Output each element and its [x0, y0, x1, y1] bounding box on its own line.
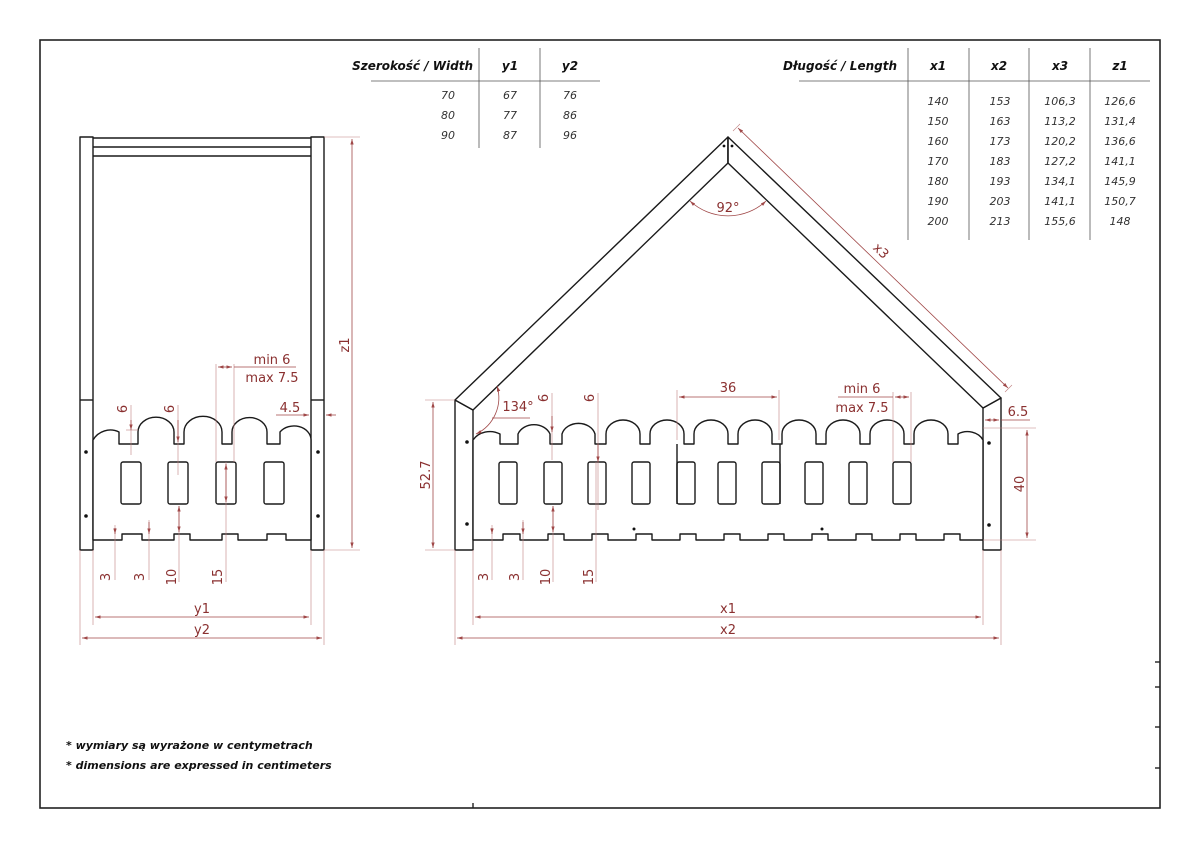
length-cell: 126,6: [1104, 95, 1136, 108]
dim-front-notch-1: 3: [477, 573, 492, 581]
length-cell: 180: [928, 175, 949, 188]
dim-panel-height: 40: [1013, 476, 1028, 493]
side-panel: [92, 415, 312, 541]
length-cell: 141,1: [1044, 195, 1076, 208]
length-cell: 150: [928, 115, 949, 128]
width-cell: 80: [441, 109, 455, 122]
length-cell: 145,9: [1104, 175, 1136, 188]
frame-ticks: [472, 661, 1160, 808]
width-table-header-0: Szerokość / Width: [352, 59, 473, 73]
width-cell: 87: [503, 129, 517, 142]
length-table-header-2: x2: [990, 59, 1007, 73]
dim-front-min: min 6: [844, 382, 881, 397]
length-cell: 183: [990, 155, 1011, 168]
roof-left-beam: [454, 136, 729, 411]
note-polish: * wymiary są wyrażone w centymetrach: [66, 739, 313, 752]
dim-x2: x2: [720, 623, 736, 638]
dim-roof-angle: 92°: [716, 201, 739, 216]
dim-arc-depth-1: 6: [116, 405, 131, 413]
length-cell: 155,6: [1044, 215, 1076, 228]
length-table-header-0: Długość / Length: [783, 59, 897, 73]
width-cell: 90: [441, 129, 455, 142]
width-cell: 86: [563, 109, 577, 122]
length-cell: 160: [928, 135, 949, 148]
width-cell: 76: [563, 89, 577, 102]
dim-front-slot-height: 15: [582, 569, 597, 586]
width-cell: 96: [563, 129, 577, 142]
front-view: [454, 136, 1002, 551]
length-cell: 148: [1110, 215, 1131, 228]
dim-notch-1: 3: [99, 573, 114, 581]
length-cell: 173: [990, 135, 1011, 148]
length-row: 140 153 106,3 126,6: [928, 95, 1136, 108]
length-cell: 200: [928, 215, 949, 228]
length-row: 190 203 141,1 150,7: [928, 195, 1136, 208]
dim-slot-height: 15: [211, 569, 226, 586]
length-row: 160 173 120,2 136,6: [928, 135, 1136, 148]
width-cell: 70: [441, 89, 455, 102]
dim-front-gap-bottom: 10: [539, 569, 554, 586]
length-cell: 141,1: [1104, 155, 1136, 168]
width-table: Szerokość / Width y1 y2 70 67 76 80 77 8…: [352, 48, 600, 148]
length-cell: 163: [990, 115, 1011, 128]
length-cell: 170: [928, 155, 949, 168]
dim-eave-angle: 134°: [502, 400, 533, 415]
width-table-header-2: y2: [562, 59, 578, 73]
dim-panel-span: 36: [720, 381, 737, 396]
front-right-post: [982, 397, 1002, 551]
note-english: * dimensions are expressed in centimeter…: [66, 759, 332, 772]
length-table-header-1: x1: [929, 59, 946, 73]
length-cell: 131,4: [1104, 115, 1136, 128]
width-cell: 67: [503, 89, 517, 102]
front-left-post: [454, 399, 474, 551]
dim-front-post-width: 6.5: [1008, 405, 1029, 420]
length-cell: 193: [990, 175, 1011, 188]
width-table-header-1: y1: [502, 59, 518, 73]
width-cell: 77: [503, 109, 517, 122]
dim-max: max 7.5: [245, 371, 298, 386]
left-post: [79, 136, 94, 551]
length-cell: 127,2: [1044, 155, 1076, 168]
dim-notch-2: 3: [133, 573, 148, 581]
length-cell: 134,1: [1044, 175, 1076, 188]
length-table-header-3: x3: [1051, 59, 1068, 73]
length-row: 150 163 113,2 131,4: [928, 115, 1136, 128]
dim-x1: x1: [720, 602, 736, 617]
dim-y2: y2: [194, 623, 210, 638]
length-cell: 113,2: [1044, 115, 1076, 128]
dim-x3: x3: [869, 241, 891, 263]
dim-post-width: 4.5: [280, 401, 301, 416]
side-view-dimensions: z1 min 6 max 7.5 4.5 6 6 3 3 10 15: [79, 136, 360, 645]
drawing-frame: [39, 39, 1161, 809]
side-view: [79, 136, 325, 551]
dim-front-arc-depth-2: 6: [583, 394, 598, 402]
dim-y1: y1: [194, 602, 210, 617]
length-table: Długość / Length x1 x2 x3 z1 140 153 106…: [783, 48, 1150, 240]
length-cell: 190: [928, 195, 949, 208]
roof-right-beam: [727, 136, 1002, 409]
length-cell: 136,6: [1104, 135, 1136, 148]
length-cell: 120,2: [1044, 135, 1076, 148]
dim-post-height: 52.7: [419, 461, 434, 490]
front-view-dimensions: 92° x3 134° 6 6 36 min 6 max 7.5 6.5: [419, 123, 1036, 645]
length-cell: 213: [990, 215, 1011, 228]
length-cell: 106,3: [1044, 95, 1076, 108]
dim-front-notch-2: 3: [508, 573, 523, 581]
dim-front-arc-depth-1: 6: [537, 394, 552, 402]
notes: * wymiary są wyrażone w centymetrach * d…: [66, 739, 332, 772]
length-cell: 150,7: [1104, 195, 1136, 208]
dim-min: min 6: [254, 353, 291, 368]
length-cell: 140: [928, 95, 949, 108]
dim-gap-bottom: 10: [165, 569, 180, 586]
length-cell: 153: [990, 95, 1011, 108]
dim-arc-depth-2: 6: [163, 405, 178, 413]
dim-z1: z1: [338, 337, 353, 352]
length-cell: 203: [990, 195, 1011, 208]
length-row: 180 193 134,1 145,9: [928, 175, 1136, 188]
length-row: 170 183 127,2 141,1: [928, 155, 1136, 168]
length-table-header-4: z1: [1111, 59, 1127, 73]
right-post: [310, 136, 325, 551]
dim-front-max: max 7.5: [835, 401, 888, 416]
